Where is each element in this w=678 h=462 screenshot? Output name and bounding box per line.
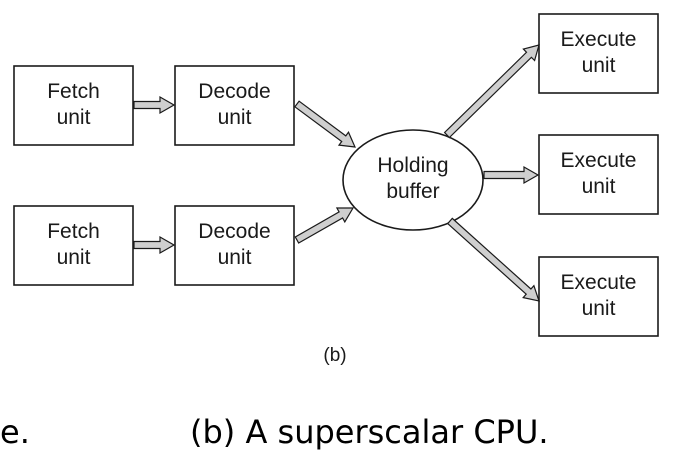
arrow-group <box>133 44 540 302</box>
decode-unit-bottom-label-1: Decode <box>198 220 270 243</box>
decode-unit-bottom: Decode unit <box>174 205 295 286</box>
fetch-unit-bottom: Fetch unit <box>13 205 134 286</box>
caption-left-fragment: e. <box>0 413 30 451</box>
fetch-unit-top-label-2: unit <box>57 106 91 129</box>
arrow-fetch-to-decode-top <box>133 95 176 115</box>
arrow-decode-bottom-to-buffer <box>294 207 355 244</box>
arrow-decode-top-to-buffer <box>294 100 356 148</box>
execute-unit-middle-label-2: unit <box>582 175 616 198</box>
arrow-fetch-to-decode-bottom <box>133 235 176 255</box>
decode-unit-top-label-2: unit <box>218 106 252 129</box>
arrow-buffer-to-execute-middle <box>483 165 540 185</box>
execute-unit-middle-label-1: Execute <box>561 149 637 172</box>
fetch-unit-top: Fetch unit <box>13 65 134 146</box>
execute-unit-middle: Execute unit <box>538 134 659 215</box>
holding-buffer-label-2: buffer <box>386 180 439 203</box>
execute-unit-bottom: Execute unit <box>538 256 659 337</box>
execute-unit-bottom-label-1: Execute <box>561 271 637 294</box>
execute-unit-top: Execute unit <box>538 13 659 94</box>
fetch-unit-top-label-1: Fetch <box>47 80 100 103</box>
decode-unit-top: Decode unit <box>174 65 295 146</box>
decode-unit-bottom-label-2: unit <box>218 246 252 269</box>
fetch-unit-bottom-label-2: unit <box>57 246 91 269</box>
execute-unit-top-label-1: Execute <box>561 28 637 51</box>
execute-unit-bottom-label-2: unit <box>582 297 616 320</box>
arrow-buffer-to-execute-top <box>443 44 540 139</box>
holding-buffer: Holding buffer <box>342 129 484 231</box>
decode-unit-top-label-1: Decode <box>198 80 270 103</box>
arrow-buffer-to-execute-bottom <box>446 217 540 302</box>
caption-main: (b) A superscalar CPU. <box>190 413 549 451</box>
execute-unit-top-label-2: unit <box>582 54 616 77</box>
fetch-unit-bottom-label-1: Fetch <box>47 220 100 243</box>
holding-buffer-label-1: Holding <box>377 154 448 177</box>
figure-label: (b) <box>323 345 346 366</box>
